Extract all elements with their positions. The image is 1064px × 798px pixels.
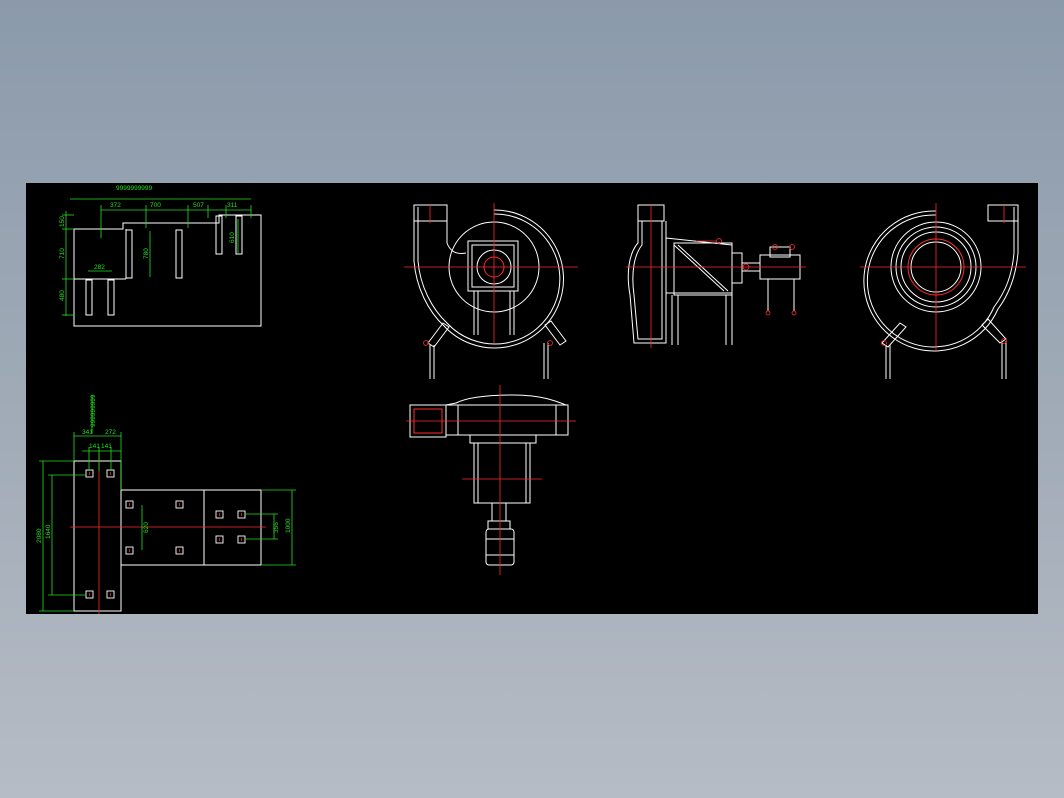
foundation-side-dimension-text: 9999999999 372 700 507 311 282 150 710 4…	[59, 185, 238, 301]
side-casing	[627, 221, 667, 344]
fan-front-centerlines	[404, 203, 578, 346]
dim-1000: 1000	[285, 518, 292, 533]
foundation-plan-view	[73, 460, 262, 612]
plan-hole-centers	[89, 472, 242, 596]
dim-341: 341	[82, 429, 93, 436]
shaft-housing-top	[665, 237, 733, 246]
support-foot	[427, 322, 450, 348]
top-casing	[445, 394, 567, 406]
fan-top-centerlines	[406, 385, 576, 575]
plan-centerlines	[70, 453, 266, 614]
dim-700: 700	[150, 202, 161, 209]
volute-housing	[413, 207, 565, 349]
fan-side-centerlines	[626, 205, 806, 348]
gusset	[673, 244, 725, 292]
plan-base-left	[73, 460, 122, 612]
foundation-side-view	[73, 214, 262, 327]
dim-272: 272	[105, 429, 116, 436]
cad-drawing-viewport[interactable]: 9999999999 372 700 507 311 282 150 710 4…	[26, 183, 1038, 614]
fan-top-view	[409, 394, 569, 566]
bearing-box	[467, 240, 519, 292]
support-foot	[544, 320, 567, 346]
dim-plan-overall: 999999999	[90, 394, 97, 427]
cad-drawing-canvas: 9999999999 372 700 507 311 282 150 710 4…	[36, 185, 1026, 614]
dim-141-b: 141	[101, 443, 112, 450]
dim-141-a: 141	[89, 443, 100, 450]
top-bearing-block	[473, 442, 531, 504]
fan-front-view	[413, 204, 567, 379]
foundation-side-dimensions	[62, 198, 252, 316]
outlet-flange	[413, 204, 448, 222]
fan-side-view	[627, 204, 801, 345]
dim-311: 311	[227, 202, 238, 209]
dim-507: 507	[193, 202, 204, 209]
plan-dimensions	[39, 395, 296, 612]
anchor-bolt	[107, 279, 115, 316]
dim-480: 480	[59, 290, 66, 301]
rear-outlet-flange	[987, 204, 1019, 222]
dim-1640: 1640	[45, 524, 52, 539]
plan-dimension-text: 999999999 341 272 141 141 2080 1640 620 …	[36, 394, 292, 543]
dim-2080: 2080	[36, 528, 43, 543]
dim-372: 372	[110, 202, 121, 209]
anchor-bolt	[85, 279, 93, 316]
anchor-bolt	[125, 229, 133, 279]
dim-150: 150	[59, 216, 66, 227]
dim-282: 282	[94, 264, 105, 271]
foundation-outline	[73, 214, 262, 327]
anchor-bolt	[215, 215, 223, 255]
plan-base-right	[120, 489, 262, 566]
dim-overall-width: 9999999999	[116, 185, 153, 192]
anchor-bolt	[175, 229, 183, 279]
dim-610: 610	[229, 232, 236, 243]
dim-710: 710	[59, 248, 66, 259]
fan-rear-view	[863, 204, 1019, 379]
anchor-bolt	[235, 215, 243, 255]
dim-356: 356	[273, 522, 280, 533]
dim-780: 780	[143, 248, 150, 259]
rear-volute	[863, 207, 1019, 352]
fan-rear-centerlines	[860, 203, 1026, 351]
dim-620: 620	[143, 522, 150, 533]
plan-bolt-holes	[85, 469, 246, 599]
